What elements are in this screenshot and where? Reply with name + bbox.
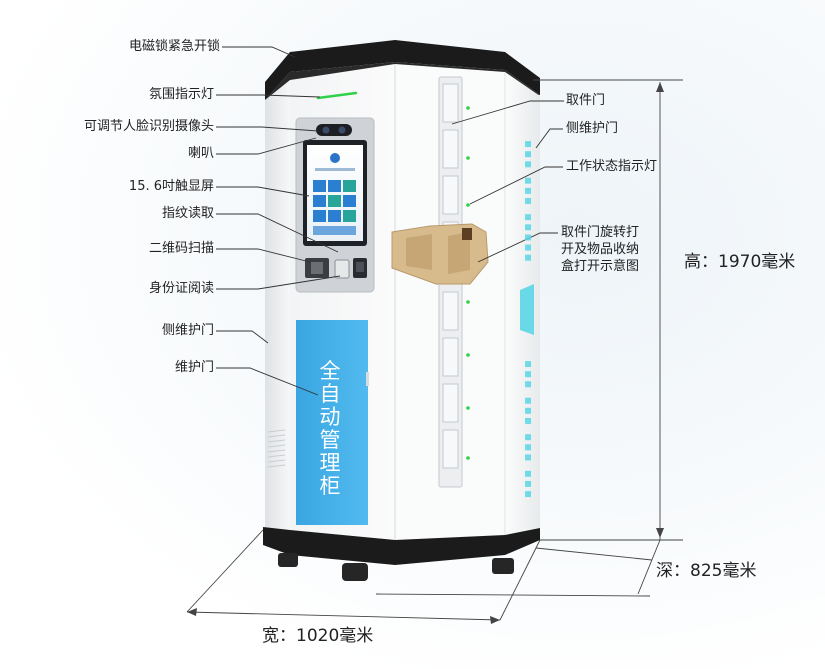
label-face-camera: 可调节人脸识别摄像头 [83,119,214,134]
label-speaker: 喇叭 [187,146,214,161]
vent-grille [267,429,286,468]
label-work-status-light: 工作状态指示灯 [566,159,658,174]
left-side-panel [265,80,290,545]
side-decor-text-lower: ▪▪▪ ▪▪▪ ▪▪▪ ▪▪▪ [522,360,536,501]
bottom-base [263,527,540,565]
work-status-lights [466,106,470,460]
label-ambient-light: 氛围指示灯 [148,87,214,102]
label-fingerprint: 指纹读取 [161,206,214,221]
dimension-depth: 深：825毫米 [656,561,757,581]
accent-stripe [520,284,534,335]
fingerprint-reader[interactable] [334,259,350,279]
face-camera[interactable] [316,124,352,136]
ambient-light-strip [316,91,358,100]
dimension-lines [186,79,683,621]
rotating-pickup-tray [391,223,489,285]
label-touchscreen: 15. 6吋触显屏 [128,179,214,194]
top-cap [265,40,540,100]
label-side-maintenance-door-left: 侧维护门 [161,323,214,338]
label-pickup-rotation-demo: 取件门旋转打 开及物品收纳 盒打开示意图 [561,225,640,274]
label-side-maintenance-door-right: 侧维护门 [566,121,619,136]
dimension-height: 高：1970毫米 [684,252,796,272]
dimension-width: 宽：1020毫米 [262,626,374,646]
maintenance-door[interactable] [296,320,368,525]
leader-lines [216,46,564,396]
dimension-arrows [187,82,664,624]
label-emergency-unlock: 电磁锁紧急开锁 [128,39,220,54]
front-door-text: 全 自 动 管 理 柜 [319,359,341,498]
casters [278,553,514,581]
side-decor-text: ▪▪▪ ▪▪▪ ▪▪▪▪▪ [522,140,536,264]
label-pickup-door: 取件门 [566,93,606,108]
label-id-card-reader: 身份证阅读 [148,281,214,296]
label-qr-scan: 二维码扫描 [148,241,214,256]
label-maintenance-door: 维护门 [174,360,214,375]
